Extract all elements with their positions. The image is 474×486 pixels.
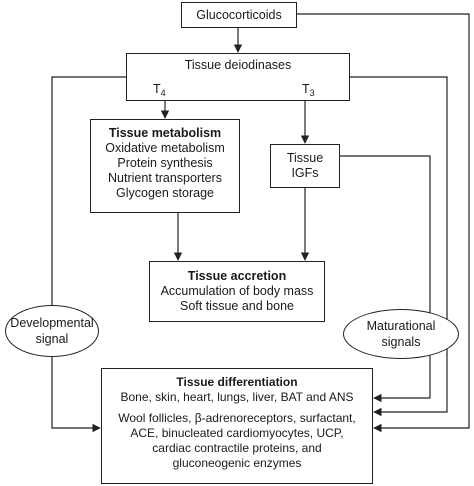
tissue-igfs-box: Tissue IGFs — [270, 144, 340, 188]
accretion-item: Accumulation of body mass — [160, 284, 314, 298]
maturational-signals-line: signals — [381, 335, 421, 349]
accretion-title: Tissue accretion — [187, 269, 287, 283]
metabolism-item: Protein synthesis — [117, 156, 213, 170]
differentiation-item: Bone, skin, heart, lungs, liver, BAT and… — [120, 390, 354, 404]
metabolism-item: Glycogen storage — [116, 186, 214, 200]
metabolism-title: Tissue metabolism — [108, 126, 222, 140]
accretion-item: Soft tissue and bone — [180, 299, 294, 313]
tissue-accretion-box: Tissue accretion Accumulation of body ma… — [149, 261, 325, 322]
t4-label: T4 — [153, 82, 166, 98]
maturational-signals-line: Maturational — [366, 319, 436, 333]
line-igfs-right-path — [340, 155, 431, 403]
t4-letter: T — [153, 82, 161, 96]
tissue-deiodinases-box: Tissue deiodinases — [126, 53, 350, 101]
developmental-signal-oval: Developmental signal — [5, 305, 99, 357]
differentiation-title: Tissue differentiation — [176, 375, 298, 389]
line-gluco-outer-right — [297, 13, 470, 433]
glucocorticoids-box: Glucocorticoids — [181, 2, 297, 28]
tissue-differentiation-box: Tissue differentiation Bone, skin, heart… — [101, 368, 373, 484]
line-deiodinases-right-path — [350, 76, 448, 417]
t3-letter: T — [302, 82, 310, 96]
igfs-line: IGFs — [291, 166, 319, 180]
t3-label: T3 — [302, 82, 315, 98]
deiodinases-title: Tissue deiodinases — [184, 58, 292, 72]
differentiation-item: cardiac contractile proteins, and — [152, 441, 322, 455]
tissue-metabolism-box: Tissue metabolism Oxidative metabolism P… — [90, 119, 240, 213]
t3-subscript: 3 — [309, 88, 315, 98]
igfs-line: Tissue — [286, 151, 324, 165]
line-deiodinases-left-path — [51, 76, 126, 433]
developmental-signal-line: signal — [35, 332, 69, 346]
maturational-signals-oval: Maturational signals — [343, 309, 459, 359]
differentiation-item: Wool follicles, β-adrenoreceptors, surfa… — [118, 411, 356, 425]
glucocorticoids-label: Glucocorticoids — [196, 8, 282, 22]
differentiation-item: gluconeogenic enzymes — [172, 456, 302, 470]
developmental-signal-line: Developmental — [10, 316, 94, 330]
t4-subscript: 4 — [160, 88, 166, 98]
differentiation-item: ACE, binucleated cardiomyocytes, UCP, — [130, 426, 344, 440]
metabolism-item: Oxidative metabolism — [105, 141, 225, 155]
metabolism-item: Nutrient transporters — [108, 171, 222, 185]
